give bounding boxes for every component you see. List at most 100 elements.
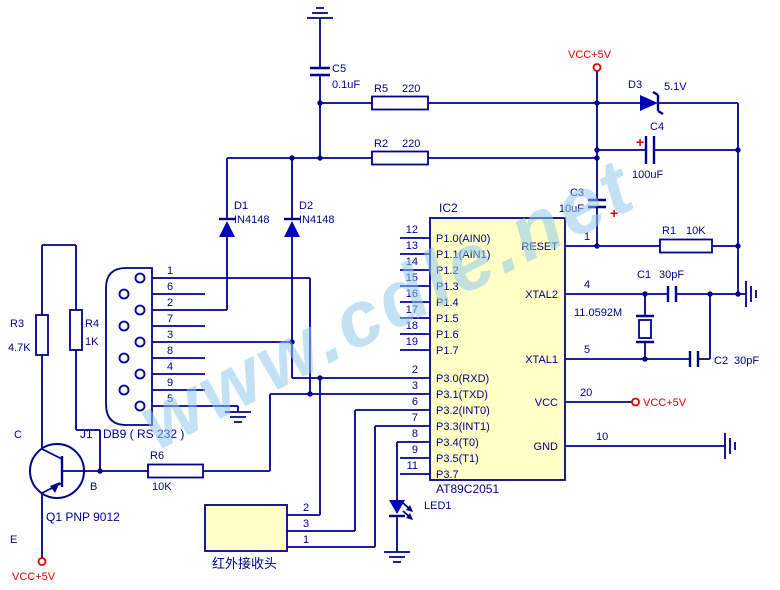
ic-pin-number: 1 bbox=[584, 231, 590, 243]
q1-collector-label: C bbox=[14, 429, 22, 441]
led-led1: LED1 bbox=[389, 500, 452, 520]
d3-value-label: 5.1V bbox=[664, 81, 687, 93]
ir-receiver-label: 红外接收头 bbox=[212, 556, 277, 571]
ic-pin-name: VCC bbox=[535, 397, 558, 409]
c3-value-label: 10uF bbox=[559, 203, 584, 215]
r5-value-label: 220 bbox=[402, 83, 420, 95]
ic2-part-label: AT89C2051 bbox=[436, 482, 499, 496]
crystal-value-label: 11.0592M bbox=[574, 307, 622, 319]
ic-pin-number: 15 bbox=[406, 272, 418, 284]
ic-pin-number: 4 bbox=[584, 279, 590, 291]
ir-pin-number: 1 bbox=[303, 534, 309, 546]
db9-pin-number: 5 bbox=[167, 393, 173, 405]
r1-value-label: 10K bbox=[686, 225, 706, 237]
q1-emitter-label: E bbox=[10, 534, 17, 546]
resistor-r2: R2 220 bbox=[371, 138, 429, 166]
r5-ref-label: R5 bbox=[374, 83, 388, 95]
db9-type-label: DB9 ( RS 232 ) bbox=[103, 427, 184, 441]
resistor-r4: R4 1K bbox=[69, 309, 99, 351]
r1-ref-label: R1 bbox=[662, 225, 676, 237]
ic-pin-number: 18 bbox=[406, 320, 418, 332]
ic-pin-name: XTAL1 bbox=[525, 354, 558, 366]
db9-pin-number: 7 bbox=[167, 313, 173, 325]
r6-ref-label: R6 bbox=[150, 450, 164, 462]
c5-value-label: 0.1uF bbox=[332, 79, 360, 91]
vcc-label-bottom: VCC+5V bbox=[12, 571, 56, 583]
ic-pin-name: P1.1(AIN1) bbox=[436, 249, 490, 261]
c5-ref-label: C5 bbox=[332, 63, 346, 75]
capacitor-c2: C2 30pF bbox=[688, 351, 759, 367]
d1-ref-label: D1 bbox=[234, 200, 248, 212]
c4-ref-label: C4 bbox=[650, 121, 664, 133]
db9-ref-label: J1 bbox=[80, 427, 93, 441]
wires bbox=[41, 18, 746, 558]
junction-dots bbox=[97, 100, 741, 474]
c4-polarity-label: + bbox=[636, 134, 644, 150]
ic-pin-name: P1.2 bbox=[436, 265, 459, 277]
ic2-block: IC2 AT89C2051 P1.0(AIN0) P1.1(AIN1) P1.2… bbox=[406, 201, 609, 496]
ic-pin-name: P1.4 bbox=[436, 297, 459, 309]
crystal-y1: 11.0592M bbox=[574, 307, 654, 344]
r2-value-label: 220 bbox=[402, 138, 420, 150]
ic-pin-name: P1.6 bbox=[436, 329, 459, 341]
capacitor-c1: C1 30pF bbox=[637, 269, 684, 302]
transistor-q1: C B E Q1 PNP 9012 bbox=[10, 429, 120, 546]
db9-pin-number: 6 bbox=[167, 281, 173, 293]
d2-ref-label: D2 bbox=[299, 200, 313, 212]
diode-d2: D2 IN4148 bbox=[284, 200, 334, 237]
ic-pin-name: P3.4(T0) bbox=[436, 437, 479, 449]
vcc-label-mid: VCC+5V bbox=[643, 397, 687, 409]
resistor-r5: R5 220 bbox=[371, 83, 429, 111]
r2-ref-label: R2 bbox=[374, 138, 388, 150]
resistor-r3: R3 4.7K bbox=[8, 314, 49, 356]
ic-pin-name: RESET bbox=[521, 241, 558, 253]
vcc-terminal-top: VCC+5V bbox=[568, 49, 612, 72]
ground-top-icon bbox=[307, 7, 333, 19]
d3-ref-label: D3 bbox=[628, 79, 642, 91]
r3-value-label: 4.7K bbox=[8, 342, 31, 354]
db9-pin-number: 1 bbox=[167, 265, 173, 277]
led1-ref-label: LED1 bbox=[424, 500, 452, 512]
c1-ref-label: C1 bbox=[637, 269, 651, 281]
vcc-terminal-bottom: VCC+5V bbox=[12, 557, 56, 583]
c4-value-label: 100uF bbox=[632, 169, 663, 181]
q1-base-label: B bbox=[90, 481, 97, 493]
ic-pin-number: 17 bbox=[406, 304, 418, 316]
ic-pin-name: XTAL2 bbox=[525, 289, 558, 301]
ic-pin-name: P1.3 bbox=[436, 281, 459, 293]
ic-pin-number: 9 bbox=[412, 444, 418, 456]
ic-pin-name: P1.7 bbox=[436, 345, 459, 357]
ic-pin-number: 2 bbox=[412, 364, 418, 376]
ground-gndpin-icon bbox=[724, 433, 736, 459]
ic2-ref-label: IC2 bbox=[439, 201, 458, 215]
db9-pin-number: 3 bbox=[167, 329, 173, 341]
capacitor-c4: + C4 100uF bbox=[632, 121, 664, 181]
diode-d1: D1 IN4148 bbox=[219, 200, 269, 237]
ground-rail-icon bbox=[745, 281, 757, 307]
vcc-label-top: VCC+5V bbox=[568, 49, 612, 61]
ic-pin-number: 14 bbox=[406, 256, 418, 268]
ic-pin-number: 6 bbox=[412, 396, 418, 408]
ic-pin-number: 16 bbox=[406, 288, 418, 300]
ground-db9-icon bbox=[225, 411, 251, 423]
r4-value-label: 1K bbox=[85, 336, 99, 348]
db9-connector: 1 6 2 7 3 8 4 9 5 J1 DB9 ( RS 232 ) bbox=[80, 265, 184, 441]
ic-pin-number: 3 bbox=[412, 380, 418, 392]
ic-pin-number: 5 bbox=[584, 344, 590, 356]
ic-pin-name: P1.0(AIN0) bbox=[436, 233, 490, 245]
ic-pin-name: P3.7 bbox=[436, 469, 459, 481]
c2-value-label: 30pF bbox=[734, 355, 759, 367]
ic-pin-number: 13 bbox=[406, 240, 418, 252]
vcc-terminal-mid: VCC+5V bbox=[631, 397, 687, 409]
ic-pin-number: 11 bbox=[407, 460, 418, 472]
ir-pin-number: 3 bbox=[303, 518, 309, 530]
r3-ref-label: R3 bbox=[10, 318, 24, 330]
capacitor-c5: C5 0.1uF bbox=[310, 63, 360, 91]
db9-pin-number: 2 bbox=[167, 297, 173, 309]
capacitor-c3: C3 10uF + bbox=[559, 187, 618, 221]
ic-pin-name: P3.3(INT1) bbox=[436, 421, 490, 433]
ic-pin-name: P3.0(RXD) bbox=[436, 373, 489, 385]
ground-led-icon bbox=[384, 551, 410, 563]
